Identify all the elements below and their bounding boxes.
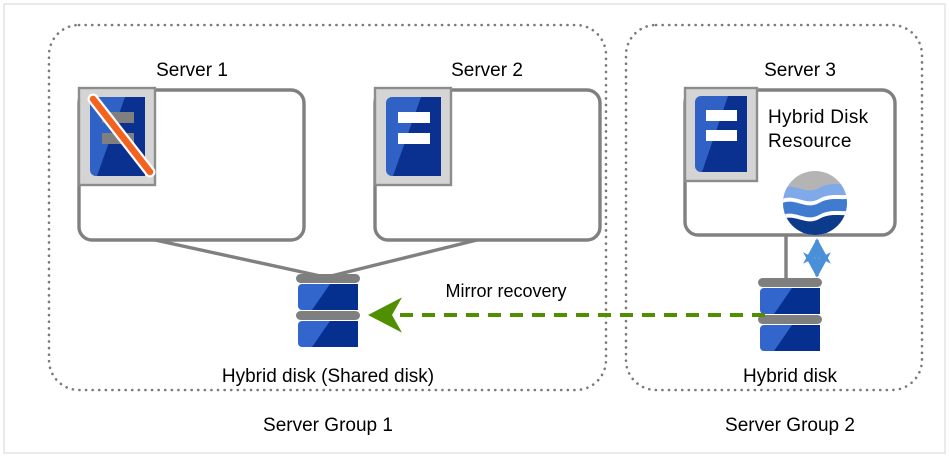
disk-group2-label: Hybrid disk bbox=[743, 366, 837, 387]
server-group-1-label: Server Group 1 bbox=[263, 415, 393, 436]
server-3-title: Server 3 bbox=[764, 60, 836, 81]
disk-group2-icon bbox=[758, 278, 822, 351]
server-icon-active bbox=[695, 96, 747, 172]
server-2-title: Server 2 bbox=[451, 60, 523, 81]
server-group-2-boundary bbox=[624, 23, 924, 392]
page-border bbox=[3, 3, 946, 454]
server-2-icon-badge bbox=[373, 86, 453, 187]
disk-shared-icon bbox=[296, 274, 360, 347]
server-1-title: Server 1 bbox=[156, 60, 228, 81]
server-group-2-label: Server Group 2 bbox=[725, 415, 855, 436]
server-icon-disabled bbox=[87, 93, 156, 178]
mirror-recovery-label: Mirror recovery bbox=[445, 281, 567, 301]
hybrid-disk-resource-label-line2: Resource bbox=[768, 131, 852, 152]
server-3-icon-badge bbox=[683, 86, 759, 183]
connector-lines bbox=[154, 235, 788, 281]
disk-shared-label: Hybrid disk (Shared disk) bbox=[221, 366, 435, 387]
hybrid-disk-resource-label-line1: Hybrid Disk bbox=[768, 107, 869, 128]
server-icon-active bbox=[386, 97, 441, 176]
server-1-icon-badge bbox=[77, 86, 157, 187]
